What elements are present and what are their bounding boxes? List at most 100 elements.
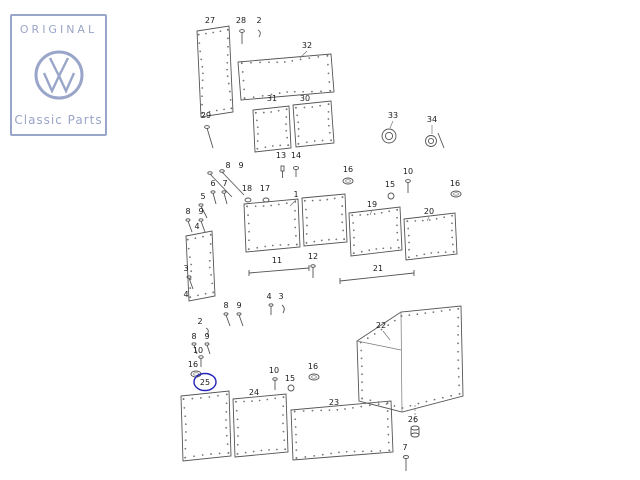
part-label-16[interactable]: 16 [343, 165, 353, 174]
part-label-16[interactable]: 16 [188, 360, 198, 369]
washer-15-bottom-icon [287, 384, 295, 392]
part-label-31[interactable]: 31 [267, 94, 277, 103]
fastener-hole-dot [341, 196, 344, 199]
fastener-hole-dot [353, 244, 355, 247]
part-label-23[interactable]: 23 [329, 398, 339, 407]
panel-22-fold-line [400, 311, 403, 413]
panel-19-outline [348, 206, 403, 257]
part-label-9[interactable]: 9 [238, 161, 243, 170]
part-label-28[interactable]: 28 [236, 16, 246, 25]
fastener-hole-dot [227, 452, 230, 454]
fastener-hole-dot [435, 217, 438, 220]
part-label-16[interactable]: 16 [450, 179, 460, 188]
grommet-16-bottom-icon [308, 373, 320, 381]
fastener-hole-dot [319, 199, 321, 202]
part-label-8[interactable]: 8 [191, 332, 196, 341]
part-label-9[interactable]: 9 [204, 332, 209, 341]
part-label-27[interactable]: 27 [205, 16, 215, 25]
fastener-hole-dot [321, 139, 324, 142]
part-label-7[interactable]: 7 [222, 179, 227, 188]
part-label-3[interactable]: 3 [183, 264, 188, 273]
part-label-4[interactable]: 4 [194, 222, 199, 231]
part-label-6[interactable]: 6 [210, 179, 215, 188]
part-label-33[interactable]: 33 [388, 111, 398, 120]
fastener-hole-dot [189, 296, 192, 299]
fastener-hole-dot [320, 409, 323, 412]
part-label-12[interactable]: 12 [308, 252, 318, 261]
fastener-hole-dot [359, 214, 362, 216]
fastener-hole-dot [208, 396, 211, 398]
part-label-17[interactable]: 17 [260, 184, 270, 193]
fastener-hole-dot [234, 400, 237, 403]
fastener-hole-dot [329, 89, 332, 92]
part-label-8[interactable]: 8 [225, 161, 230, 170]
part-label-25[interactable]: 25 [200, 378, 210, 387]
fastener-hole-dot [353, 236, 355, 239]
fastener-hole-dot [201, 65, 204, 68]
part-label-2[interactable]: 2 [197, 317, 202, 326]
clip-2-icon [257, 29, 261, 38]
fastener-hole-dot [409, 404, 412, 407]
fastener-hole-dot [276, 61, 279, 64]
part-label-30[interactable]: 30 [300, 94, 310, 103]
fastener-hole-dot [208, 110, 211, 113]
part-label-3[interactable]: 3 [278, 292, 283, 301]
screw-10-bottom-icon [272, 377, 278, 390]
fastener-hole-dot [313, 240, 316, 243]
part-label-13[interactable]: 13 [276, 151, 286, 160]
fastener-hole-dot [247, 222, 250, 225]
part-label-4[interactable]: 4 [266, 292, 271, 301]
part-label-4[interactable]: 4 [183, 290, 188, 299]
fastener-hole-dot [457, 307, 460, 310]
part-label-14[interactable]: 14 [291, 151, 301, 160]
part-label-29[interactable]: 29 [201, 111, 211, 120]
part-label-9[interactable]: 9 [236, 301, 241, 310]
part-label-26[interactable]: 26 [408, 415, 418, 424]
fastener-hole-dot [201, 103, 203, 106]
fastener-hole-dot [225, 402, 228, 405]
fastener-hole-dot [291, 60, 294, 62]
fastener-hole-dot [336, 408, 339, 411]
part-label-24[interactable]: 24 [249, 388, 259, 397]
fastener-hole-dot [333, 197, 336, 200]
part-label-34[interactable]: 34 [427, 115, 437, 124]
part-label-1[interactable]: 1 [293, 190, 298, 199]
part-label-21[interactable]: 21 [373, 264, 383, 273]
part-label-2[interactable]: 2 [256, 16, 261, 25]
part-label-8[interactable]: 8 [185, 207, 190, 216]
part-label-10[interactable]: 10 [193, 346, 203, 355]
part-label-15[interactable]: 15 [285, 374, 295, 383]
part-label-9[interactable]: 9 [198, 207, 203, 216]
fastener-hole-dot [330, 452, 332, 455]
part-label-18[interactable]: 18 [242, 184, 252, 193]
part-label-7[interactable]: 7 [402, 443, 407, 452]
fastener-hole-dot [229, 98, 232, 101]
part-label-10[interactable]: 10 [403, 167, 413, 176]
bolt-8-mid-icon [223, 312, 231, 327]
fastener-hole-dot [277, 203, 280, 206]
fastener-hole-dot [396, 239, 399, 241]
part-label-10[interactable]: 10 [269, 366, 279, 375]
part-label-20[interactable]: 20 [424, 207, 434, 216]
fastener-hole-dot [271, 145, 274, 147]
part-label-8[interactable]: 8 [223, 301, 228, 310]
part-label-11[interactable]: 11 [272, 256, 282, 265]
part-label-5[interactable]: 5 [200, 192, 205, 201]
part-label-15[interactable]: 15 [385, 180, 395, 189]
fastener-hole-dot [308, 57, 311, 60]
fastener-hole-dot [223, 108, 225, 111]
fastener-hole-dot [406, 220, 409, 223]
fastener-hole-dot [185, 431, 187, 433]
part-label-19[interactable]: 19 [367, 200, 377, 209]
fastener-hole-dot [287, 243, 290, 246]
part-label-22[interactable]: 22 [376, 321, 386, 330]
screw-10-icon [405, 179, 411, 193]
part-label-16[interactable]: 16 [308, 362, 318, 371]
fastener-hole-dot [264, 146, 267, 149]
fastener-hole-dot [396, 224, 398, 227]
part-label-32[interactable]: 32 [302, 41, 312, 50]
fastener-hole-dot [311, 409, 314, 412]
fastener-hole-dot [282, 422, 284, 425]
fastener-hole-dot [284, 448, 287, 451]
